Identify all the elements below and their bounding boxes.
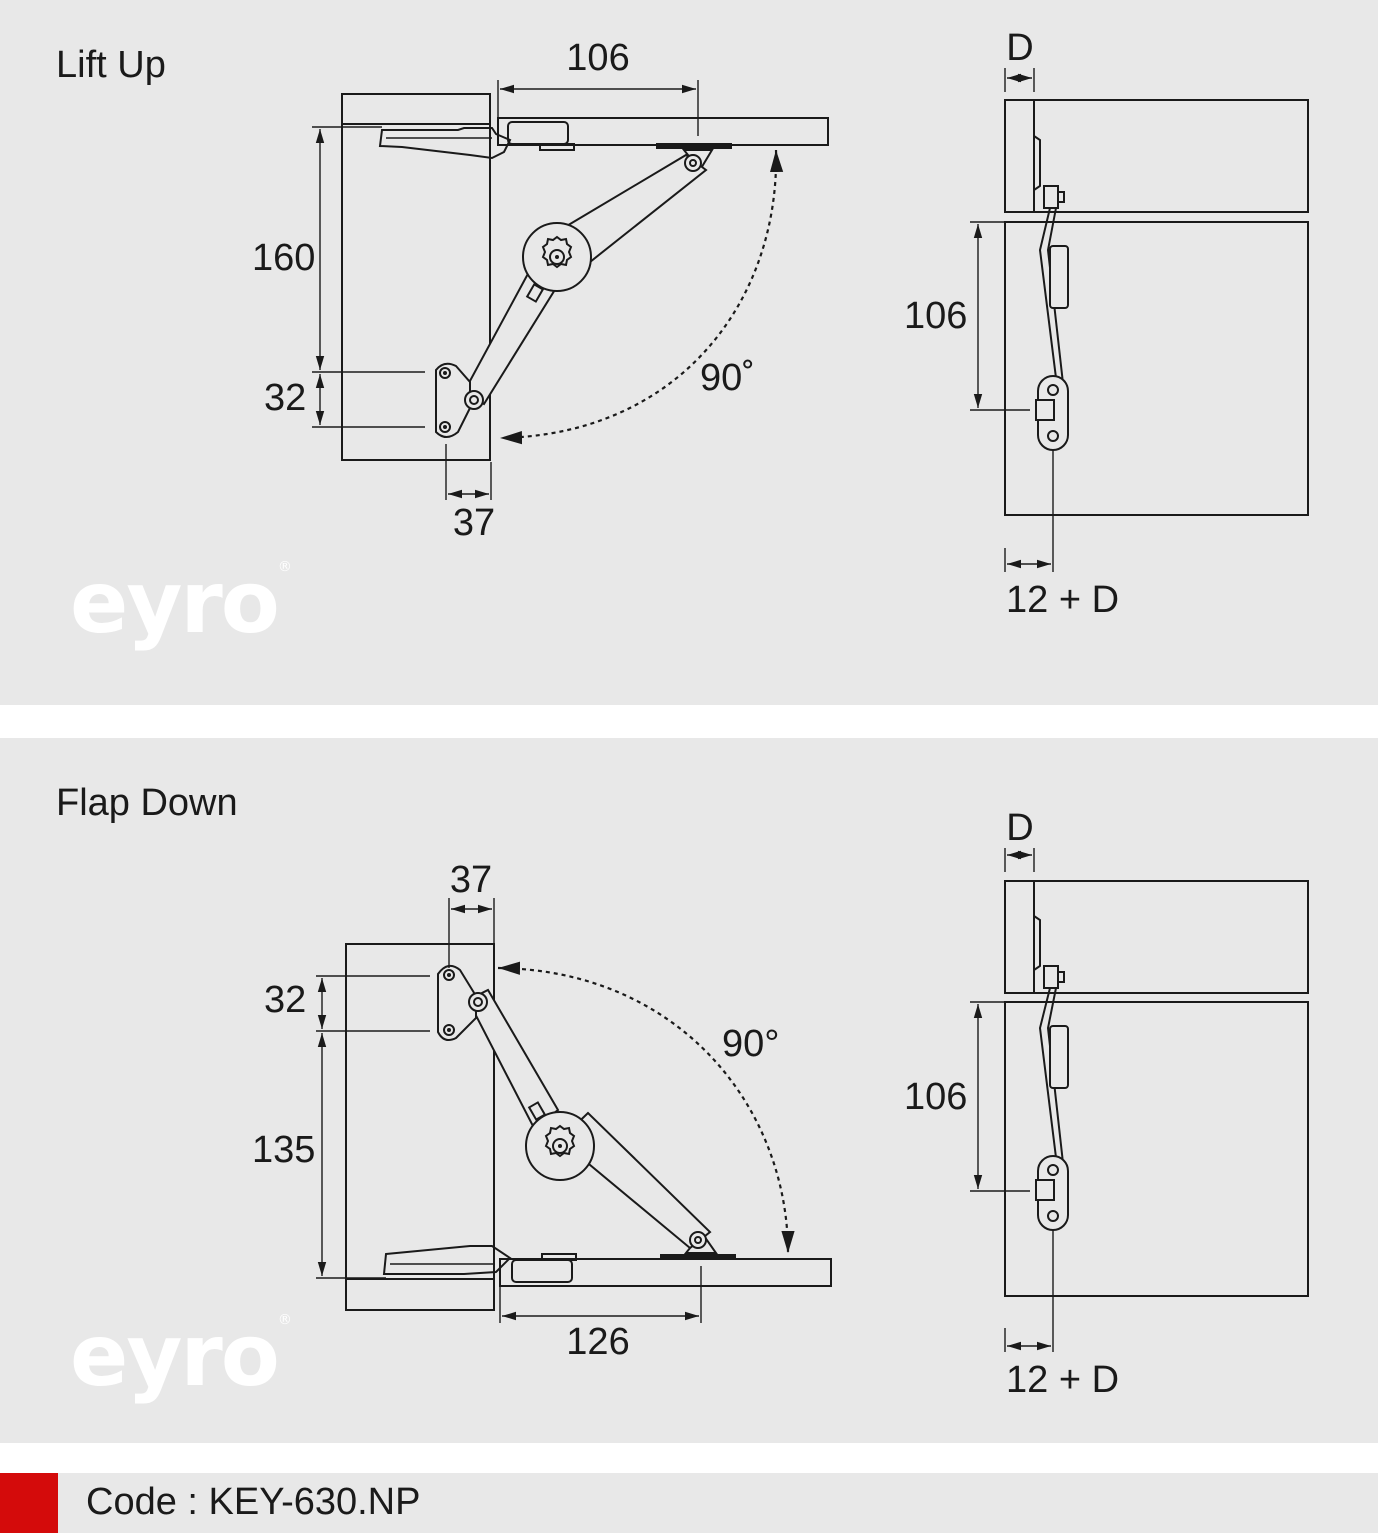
product-code: Code : KEY-630.NP: [86, 1481, 421, 1523]
side-upper-box: [1004, 880, 1309, 994]
lid-mounting-plate: [656, 143, 732, 149]
side-lower-box: [1004, 221, 1309, 516]
side-upper-box: [1004, 99, 1309, 213]
hinge-bracket: [378, 127, 512, 160]
side-dim-offset: 12 + D: [1006, 1359, 1119, 1401]
lift-up-title: Lift Up: [56, 44, 166, 86]
base-mounting-plate: [437, 964, 477, 1041]
opening-arc: [499, 149, 784, 445]
side-hinge-top: [1043, 965, 1059, 989]
dim-depth: 37: [453, 502, 495, 544]
cabinet-panel: [341, 93, 491, 461]
hinge-bracket: [382, 1245, 512, 1275]
side-dim-height: 106: [904, 295, 967, 337]
dim-spacing: 32: [264, 377, 306, 419]
dim-angle: 90°: [722, 1023, 779, 1065]
dim-height: 160: [252, 237, 315, 279]
side-hinge-top: [1043, 185, 1059, 209]
opening-arc: [497, 961, 795, 1254]
side-mechanism: [1049, 245, 1069, 309]
dim-height: 135: [252, 1129, 315, 1171]
side-dim-d: D: [1006, 27, 1033, 69]
flap-down-title: Flap Down: [56, 782, 238, 824]
lift-up-panel: Lift Up: [0, 0, 1378, 705]
side-dim-offset: 12 + D: [1006, 579, 1119, 621]
side-dim-d: D: [1006, 807, 1033, 849]
product-code-footer: Code : KEY-630.NP: [0, 1473, 1378, 1533]
cabinet-panel: [345, 943, 495, 1311]
flap-down-panel: Flap Down: [0, 738, 1378, 1443]
flap-mounting-plate: [660, 1254, 736, 1260]
dim-angle: 90˚: [700, 357, 755, 399]
side-dim-height: 106: [904, 1076, 967, 1118]
dim-bottom-width: 126: [566, 1321, 629, 1363]
dim-spacing: 32: [264, 979, 306, 1021]
footer-accent-bar: [0, 1473, 58, 1533]
side-lower-box: [1004, 1001, 1309, 1297]
eyro-logo: eyro®: [70, 553, 292, 653]
lift-up-drawing: 106 160 32 37 90˚ D: [252, 27, 1309, 621]
dim-top-width: 106: [566, 37, 629, 79]
eyro-logo: eyro®: [70, 1306, 292, 1406]
side-mechanism: [1049, 1025, 1069, 1089]
flap-down-drawing: 37 32 135 126 90° D: [252, 807, 1309, 1401]
dim-depth: 37: [450, 859, 492, 901]
